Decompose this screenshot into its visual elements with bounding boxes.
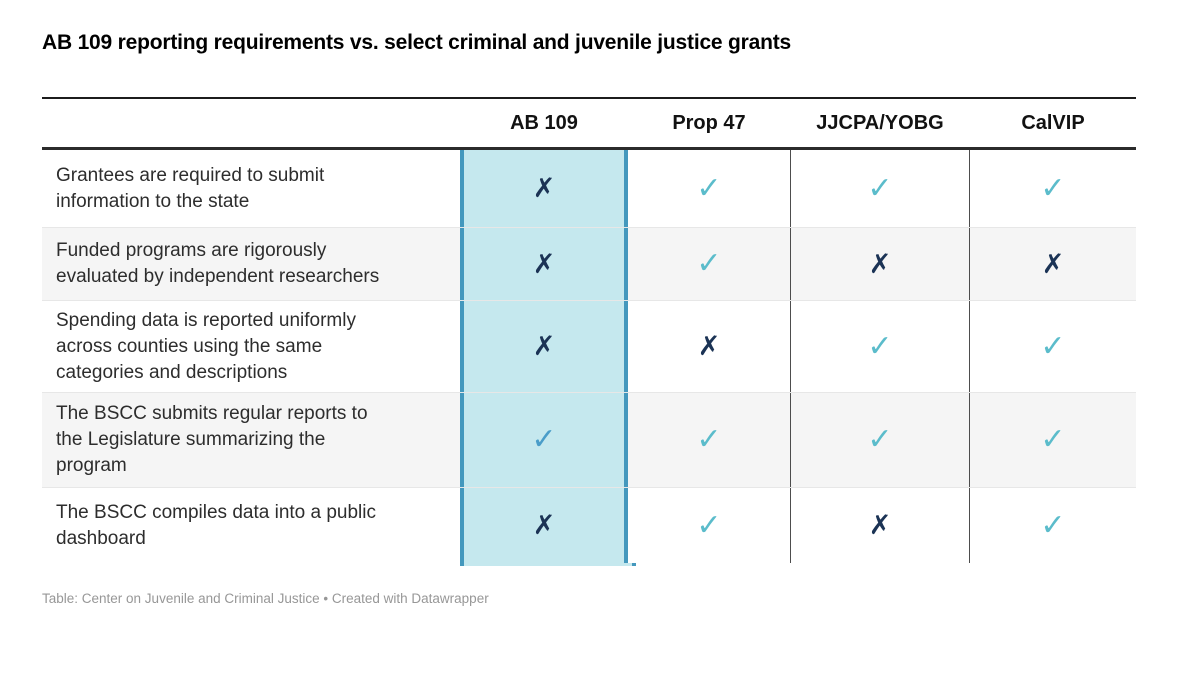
- cell-jjcpa-yobg: ✓: [790, 301, 970, 392]
- cell-calvip: ✓: [970, 301, 1136, 392]
- attribution-text: Table: Center on Juvenile and Criminal J…: [42, 591, 489, 606]
- cross-icon: ✗: [532, 248, 556, 280]
- cell-ab109-highlighted: ✗: [460, 150, 628, 227]
- cell-calvip: ✗: [970, 228, 1136, 300]
- row-label: The BSCC compiles data into a public das…: [56, 501, 376, 549]
- check-icon: ✓: [1040, 170, 1066, 206]
- cell-prop47: ✓: [628, 150, 790, 227]
- cell-jjcpa-yobg: ✓: [790, 150, 970, 227]
- table-row: The BSCC compiles data into a public das…: [42, 488, 1136, 566]
- cross-icon: ✗: [868, 510, 892, 541]
- row-label: Funded programs are rigorously evaluated…: [56, 240, 380, 287]
- column-header-ab109: AB 109: [510, 111, 578, 134]
- cell-jjcpa-yobg: ✓: [790, 393, 970, 487]
- cell-prop47: ✗: [628, 301, 790, 392]
- cross-icon: ✗: [697, 331, 721, 362]
- cross-icon: ✗: [532, 173, 556, 204]
- row-label: Spending data is reported uniformly acro…: [56, 309, 356, 383]
- cell-ab109-highlighted: ✗: [460, 488, 636, 566]
- check-icon: ✓: [1040, 507, 1066, 543]
- table-header-row: AB 109 Prop 47 JJCPA/YOBG CalVIP: [42, 97, 1136, 150]
- cross-icon: ✗: [532, 510, 556, 541]
- cross-icon: ✗: [1041, 248, 1065, 280]
- check-icon: ✓: [696, 246, 722, 281]
- row-label: The BSCC submits regular reports to the …: [56, 403, 368, 476]
- check-icon: ✓: [867, 422, 893, 457]
- cell-calvip: ✓: [970, 150, 1136, 227]
- check-icon: ✓: [1040, 422, 1066, 457]
- table-row: Spending data is reported uniformly acro…: [42, 301, 1136, 393]
- page-title: AB 109 reporting requirements vs. select…: [42, 31, 792, 54]
- check-icon: ✓: [867, 328, 893, 364]
- cell-jjcpa-yobg: ✗: [790, 488, 970, 563]
- cell-ab109-highlighted: ✗: [460, 228, 628, 300]
- comparison-table: AB 109 Prop 47 JJCPA/YOBG CalVIP Grantee…: [42, 97, 1136, 566]
- check-icon: ✓: [531, 422, 557, 457]
- cell-ab109-highlighted: ✓: [460, 393, 628, 487]
- check-icon: ✓: [696, 422, 722, 457]
- cell-prop47: ✓: [628, 488, 790, 563]
- check-icon: ✓: [696, 170, 722, 206]
- cross-icon: ✗: [532, 331, 556, 362]
- cell-ab109-highlighted: ✗: [460, 301, 628, 392]
- column-header-prop47: Prop 47: [672, 111, 746, 134]
- table-row: The BSCC submits regular reports to the …: [42, 393, 1136, 488]
- check-icon: ✓: [867, 170, 893, 206]
- cell-calvip: ✓: [970, 393, 1136, 487]
- cell-calvip: ✓: [970, 488, 1136, 563]
- table-row: Grantees are required to submit informat…: [42, 150, 1136, 228]
- table-row: Funded programs are rigorously evaluated…: [42, 228, 1136, 301]
- check-icon: ✓: [1040, 328, 1066, 364]
- column-header-jjcpa-yobg: JJCPA/YOBG: [816, 111, 944, 134]
- cross-icon: ✗: [868, 248, 892, 280]
- column-header-calvip: CalVIP: [1021, 111, 1085, 134]
- cell-prop47: ✓: [628, 393, 790, 487]
- row-label: Grantees are required to submit informat…: [56, 164, 325, 212]
- cell-jjcpa-yobg: ✗: [790, 228, 970, 300]
- check-icon: ✓: [696, 507, 722, 543]
- cell-prop47: ✓: [628, 228, 790, 300]
